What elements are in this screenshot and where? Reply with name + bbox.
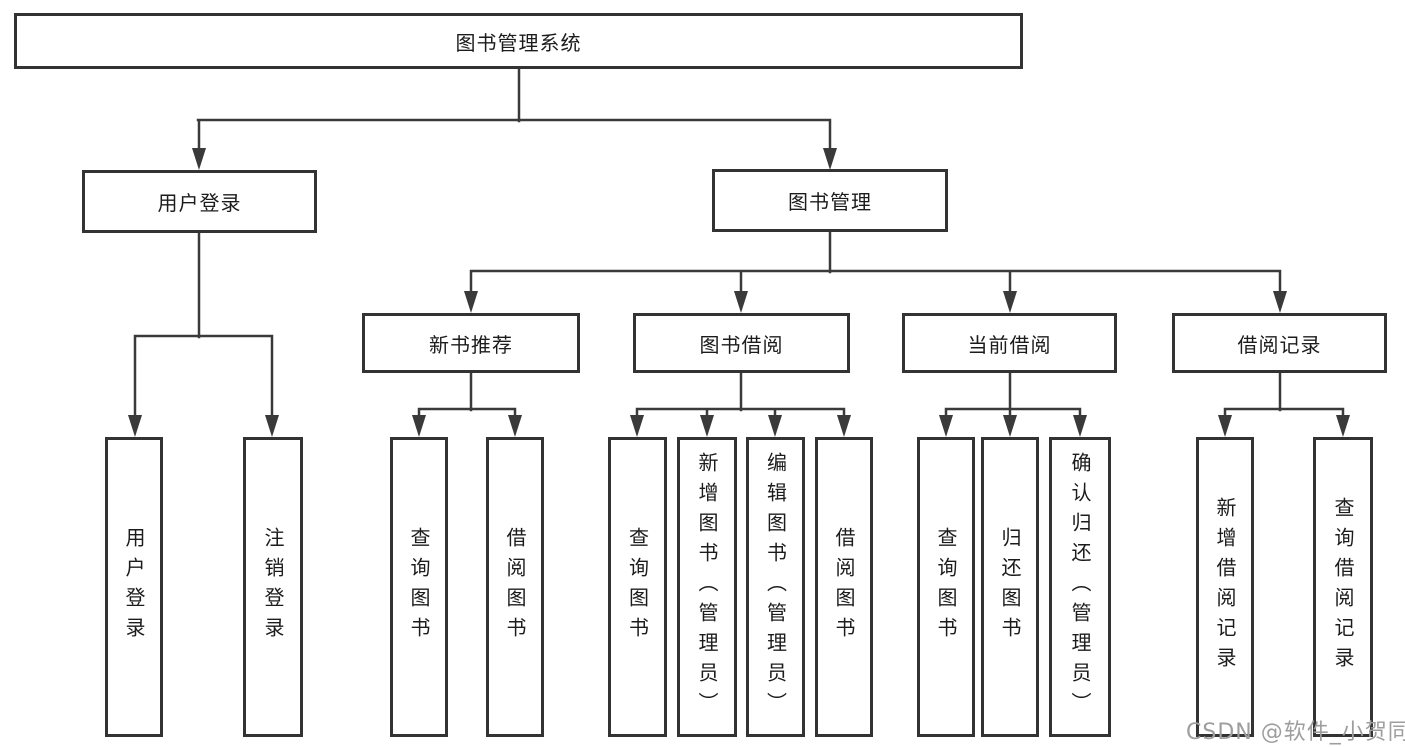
leaf-edit-books-admin: 编辑图书（管理员） xyxy=(746,437,805,737)
node-root-system: 图书管理系统 xyxy=(14,13,1023,69)
node-book-borrowing-label: 图书借阅 xyxy=(699,332,784,357)
leaf-confirm-return-admin-label: 确认归还（管理员） xyxy=(1068,452,1092,722)
leaf-user-login: 用户登录 xyxy=(105,437,163,737)
node-current-borrowing: 当前借阅 xyxy=(902,313,1117,373)
leaf-edit-books-admin-label: 编辑图书（管理员） xyxy=(763,452,788,722)
leaf-borrow-books-recommend-label: 借阅图书 xyxy=(503,527,527,647)
node-current-borrowing-label: 当前借阅 xyxy=(967,332,1052,357)
leaf-query-borrow-record-label: 查询借阅记录 xyxy=(1331,497,1355,677)
node-new-book-recommend-label: 新书推荐 xyxy=(429,332,513,357)
node-borrowing-records-label: 借阅记录 xyxy=(1237,332,1322,357)
leaf-logout: 注销登录 xyxy=(243,437,303,737)
leaf-query-borrow-record: 查询借阅记录 xyxy=(1313,437,1373,737)
leaf-query-books-borrowing: 查询图书 xyxy=(608,437,667,737)
node-user-login-label: 用户登录 xyxy=(157,191,242,215)
connector-root-to-level2 xyxy=(192,67,837,170)
node-book-borrowing: 图书借阅 xyxy=(633,313,850,373)
leaf-user-login-label: 用户登录 xyxy=(122,527,146,647)
connector-book-borrowing-to-leaves xyxy=(630,371,851,437)
leaf-add-borrow-record-label: 新增借阅记录 xyxy=(1213,497,1237,677)
node-root-system-label: 图书管理系统 xyxy=(455,30,582,55)
node-new-book-recommend: 新书推荐 xyxy=(362,313,580,373)
node-borrowing-records: 借阅记录 xyxy=(1172,313,1387,373)
node-book-management-label: 图书管理 xyxy=(788,190,872,214)
leaf-borrow-books-borrowing-label: 借阅图书 xyxy=(832,527,856,647)
leaf-add-books-admin-label: 新增图书（管理员） xyxy=(695,452,719,722)
node-book-management: 图书管理 xyxy=(712,169,948,232)
leaf-query-books-recommend-label: 查询图书 xyxy=(407,527,431,647)
leaf-query-books-current: 查询图书 xyxy=(917,437,975,737)
connector-new-book-recommend-to-leaves xyxy=(412,371,522,437)
connector-borrowing-records-to-leaves xyxy=(1218,371,1350,437)
leaf-return-books: 归还图书 xyxy=(981,437,1039,737)
leaf-return-books-label: 归还图书 xyxy=(998,527,1022,647)
leaf-add-borrow-record: 新增借阅记录 xyxy=(1196,437,1254,737)
leaf-query-books-recommend: 查询图书 xyxy=(390,437,448,737)
leaf-borrow-books-recommend: 借阅图书 xyxy=(486,437,544,737)
node-user-login: 用户登录 xyxy=(82,170,317,233)
csdn-watermark: CSDN @软件_小贺同学 xyxy=(1186,720,1405,745)
connector-book-management-to-level3 xyxy=(464,230,1287,313)
leaf-confirm-return-admin: 确认归还（管理员） xyxy=(1049,437,1111,737)
leaf-add-books-admin: 新增图书（管理员） xyxy=(677,437,737,737)
leaf-logout-label: 注销登录 xyxy=(261,527,285,647)
leaf-query-books-borrowing-label: 查询图书 xyxy=(625,527,650,647)
connector-user-login-to-leaves xyxy=(128,231,279,437)
leaf-query-books-current-label: 查询图书 xyxy=(934,527,958,647)
leaf-borrow-books-borrowing: 借阅图书 xyxy=(815,437,873,737)
connector-current-borrowing-to-leaves xyxy=(939,371,1087,437)
